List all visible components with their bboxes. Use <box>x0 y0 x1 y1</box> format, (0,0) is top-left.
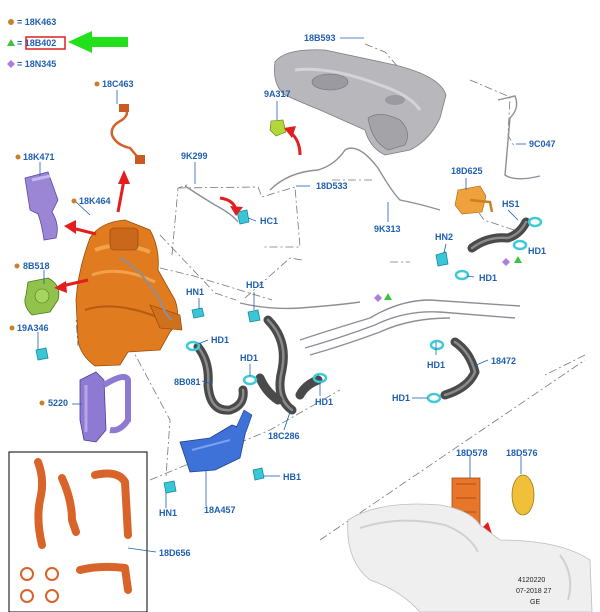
reference-line-3: GE <box>530 599 540 606</box>
fuel-tank <box>274 49 447 156</box>
label-dot-icon <box>71 198 77 204</box>
label-9K313: 9K313 <box>374 224 401 234</box>
label-HD1: HD1 <box>479 273 497 283</box>
legend-item-1-text: = 18K463 <box>17 17 56 27</box>
label-HD1: HD1 <box>392 393 410 403</box>
label-HC1: HC1 <box>260 216 278 226</box>
legend-diamond-icon <box>7 60 15 68</box>
part-9A317 <box>269 119 287 137</box>
legend-triangle-icon <box>7 39 15 46</box>
label-HN2: HN2 <box>435 232 453 242</box>
label-18B593: 18B593 <box>304 33 336 43</box>
hose-clamp-icon <box>20 589 34 603</box>
label-dot-icon <box>94 81 100 87</box>
exhaust-manifold-assembly <box>75 219 183 367</box>
legend-item-2-text: = 18B402 <box>17 38 56 48</box>
red-arrow-head-icon <box>54 281 67 293</box>
green-pointer-arrow-icon <box>68 31 128 53</box>
label-HD1: HD1 <box>211 335 229 345</box>
hose-clamp-icon <box>45 567 59 581</box>
label-18D656: 18D656 <box>159 548 191 558</box>
label-18D625: 18D625 <box>451 166 483 176</box>
red-arrow-head-icon <box>118 170 130 184</box>
valve-18D625 <box>454 185 494 215</box>
label-18A457: 18A457 <box>204 505 236 515</box>
label-HD1: HD1 <box>240 353 258 363</box>
legend-item-3-text: = 18N345 <box>17 59 56 69</box>
label-8B081: 8B081 <box>174 377 201 387</box>
label-HN1: HN1 <box>186 287 204 297</box>
label-18C286: 18C286 <box>268 431 300 441</box>
coolant-hoses <box>193 217 531 415</box>
label-18D578: 18D578 <box>456 448 488 458</box>
bracket-18A457 <box>179 409 253 473</box>
inset-18D656 <box>8 451 157 612</box>
inset-frame <box>8 451 148 612</box>
inline-markers <box>374 256 522 302</box>
vehicle-body-outline <box>347 503 593 612</box>
label-19A346: 19A346 <box>17 323 49 333</box>
legend-highlight-box <box>25 36 66 50</box>
leader-lines <box>37 37 526 508</box>
label-18K464: 18K464 <box>79 196 111 206</box>
legend: = 18K463 = 18B402 = 18N345 <box>7 17 128 69</box>
label-18D533: 18D533 <box>316 181 348 191</box>
reference-block: 4120220 07-2018 27 GE <box>516 577 552 606</box>
label-18472: 18472 <box>491 356 516 366</box>
red-arrow-head-icon <box>230 206 243 216</box>
sensor-18C463 <box>110 104 145 164</box>
label-18D576: 18D576 <box>506 448 538 458</box>
label-18K471: 18K471 <box>23 152 55 162</box>
clips <box>35 209 543 494</box>
thin-lines <box>184 95 541 356</box>
pad-18D576 <box>511 474 535 516</box>
label-18C463: 18C463 <box>102 79 134 89</box>
label-HN1: HN1 <box>159 508 177 518</box>
pump-8B518 <box>24 277 60 316</box>
callout-labels: 18C463 18K471 18K464 8B518 19A346 5220 9… <box>9 33 556 558</box>
hose-clamp-icon <box>45 589 59 603</box>
diamond-marker-icon <box>374 294 382 302</box>
red-arrow-head-icon <box>284 126 296 138</box>
label-dot-icon <box>14 263 20 269</box>
pipe-18K471 <box>24 171 59 241</box>
label-5220: 5220 <box>48 398 68 408</box>
label-HD1: HD1 <box>246 280 264 290</box>
label-HB1: HB1 <box>283 472 301 482</box>
triangle-marker-icon <box>384 293 392 300</box>
label-9C047: 9C047 <box>529 139 556 149</box>
hose-clamp-icon <box>20 567 34 581</box>
label-9A317: 9A317 <box>264 89 291 99</box>
label-dot-icon <box>9 325 15 331</box>
label-HD1: HD1 <box>427 360 445 370</box>
label-9K299: 9K299 <box>181 151 208 161</box>
label-8B518: 8B518 <box>23 261 50 271</box>
label-HD1: HD1 <box>528 246 546 256</box>
label-HD1: HD1 <box>315 397 333 407</box>
label-HS1: HS1 <box>502 199 520 209</box>
label-dot-icon <box>15 154 21 160</box>
diamond-marker-icon <box>502 258 510 266</box>
legend-dot-icon <box>8 19 14 25</box>
muffler-5220 <box>79 371 131 443</box>
red-arrow-head-icon <box>64 220 76 234</box>
triangle-marker-icon <box>514 256 522 263</box>
reference-line-1: 4120220 <box>518 577 545 584</box>
label-dot-icon <box>39 400 45 406</box>
reference-line-2: 07-2018 27 <box>516 588 552 595</box>
phantom-leader-lines <box>75 43 586 541</box>
